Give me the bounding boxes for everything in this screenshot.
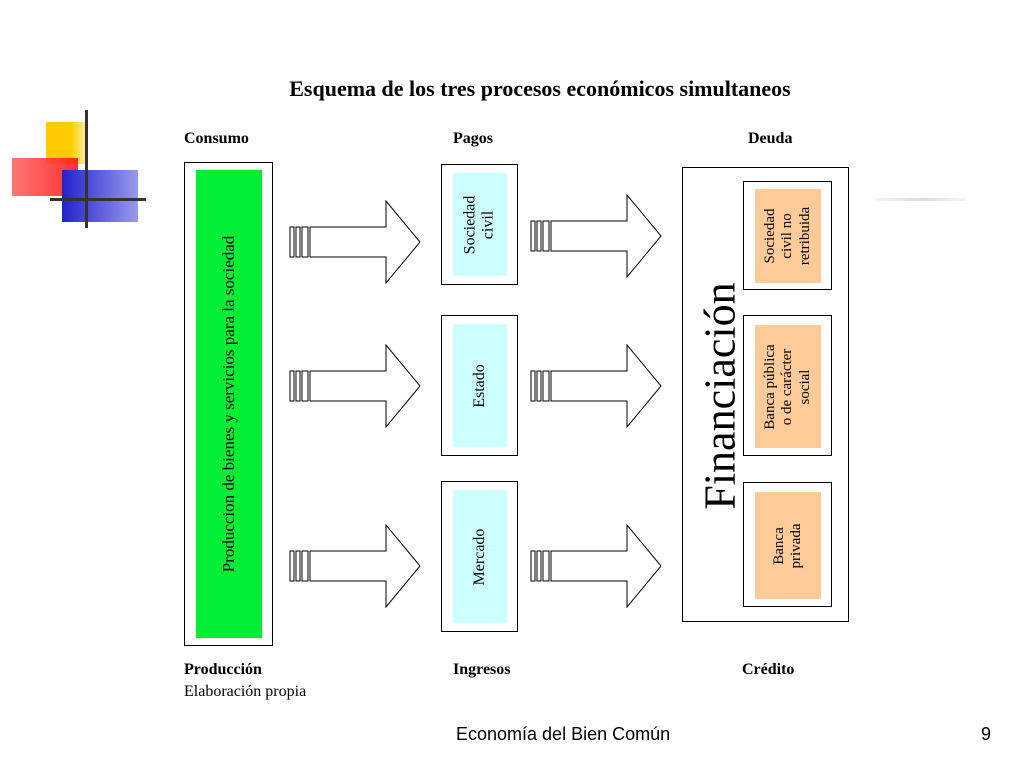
pagos-box-sociedad-civil: Sociedad civil (441, 164, 518, 285)
deuda-box-banca-publica: Banca pública o de carácter social (743, 315, 832, 456)
arrow-produccion-to-estado (289, 343, 421, 429)
arrow-produccion-to-mercado (289, 523, 421, 609)
pagos-box-mercado: Mercado (441, 481, 518, 632)
pagos-fill-mercado: Mercado (453, 490, 507, 623)
deuda-fill-banca-publica: Banca pública o de carácter social (755, 325, 821, 448)
logo-yellow-square (46, 122, 88, 164)
heading-credito: Crédito (742, 661, 795, 678)
logo-blue-square (62, 170, 138, 222)
arrow-sociedad-civil-to-financiacion (530, 193, 662, 279)
page-number: 9 (981, 724, 992, 744)
deuda-fill-sociedad-civil: Sociedad civil no retribuida (755, 189, 821, 283)
production-box: Produccion de bienes y servicios para la… (184, 162, 273, 646)
deuda-box-sociedad-civil: Sociedad civil no retribuida (743, 181, 832, 290)
heading-produccion: Producción (184, 661, 262, 678)
heading-consumo: Consumo (184, 130, 249, 147)
heading-deuda: Deuda (748, 130, 793, 147)
logo-horizontal-line (50, 198, 146, 201)
arrow-estado-to-financiacion (530, 343, 662, 429)
diagram-title: Esquema de los tres procesos económicos … (289, 76, 791, 101)
heading-pagos: Pagos (453, 130, 493, 147)
decorative-rule (876, 198, 966, 201)
logo-vertical-line (85, 110, 88, 228)
footer-text: Economía del Bien Común (456, 724, 671, 744)
pagos-fill-sociedad-civil: Sociedad civil (453, 173, 507, 276)
production-fill: Produccion de bienes y servicios para la… (196, 170, 262, 638)
arrow-produccion-to-sociedad-civil (289, 199, 421, 285)
arrow-mercado-to-financiacion (530, 523, 662, 609)
source-note: Elaboración propia (184, 683, 307, 700)
deuda-fill-banca-privada: Banca privada (755, 492, 821, 599)
deuda-box-banca-privada: Banca privada (743, 482, 832, 607)
pagos-box-estado: Estado (441, 315, 518, 456)
pagos-fill-estado: Estado (453, 324, 507, 447)
heading-ingresos: Ingresos (453, 661, 511, 678)
decorative-logo (12, 108, 152, 228)
